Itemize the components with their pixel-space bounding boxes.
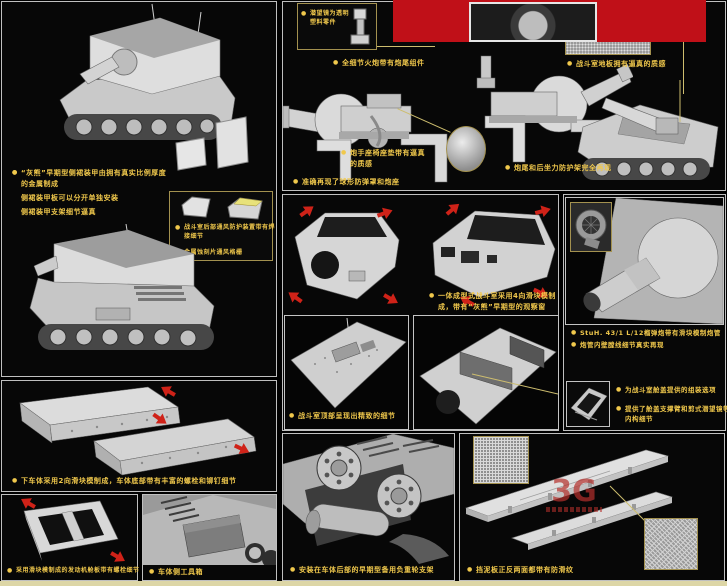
bottom-strip: [0, 581, 727, 586]
watermark-subtext-bar: [546, 507, 602, 512]
panel-engine-deck: 采用滑块模制成的发动机舱板带有螺栓细节: [1, 494, 139, 581]
inset-vent-covers: 战斗室后部通风防护装置带有焊接细节 金属蚀刻片通风格栅: [169, 191, 276, 261]
panel-fenders: 3G 挡泥板正反两面都带有防滑纹: [459, 433, 725, 581]
render-interior-divider: [419, 327, 558, 425]
red-arrow-icon: [21, 498, 125, 562]
red-arrow-icon: [152, 386, 250, 455]
label-periscope-clear: 潜望镜为透明塑料零件: [301, 9, 352, 28]
inset-periscope: 潜望镜为透明塑料零件: [297, 3, 377, 50]
render-fenders: [465, 449, 673, 550]
render-roof-top: [290, 317, 407, 409]
render-periscope: [350, 8, 370, 45]
inset-muzzle: [570, 202, 612, 252]
label-skirt-separate: 侧裙装甲板可以分开单独安装: [12, 193, 170, 204]
render-muzzle-rifling: [575, 209, 607, 249]
red-banner: [393, 0, 706, 42]
label-vent-guard: 战斗室后部通风防护装置带有焊接细节: [175, 223, 276, 242]
label-gunner-seat: 炮手座椅座垫带有逼真的质感: [341, 148, 430, 170]
label-stuh-barrel: StuH. 43/1 L/12榴弹炮带有滑块模制炮管: [571, 328, 727, 338]
inset-hatch-frame: [566, 381, 610, 427]
subpanel-barrel-photo: [565, 197, 724, 325]
inset-seat-texture: [446, 126, 486, 172]
render-lower-hull: [19, 386, 257, 476]
connector-line: [377, 46, 435, 47]
subpanel-interior: [413, 315, 559, 430]
panel-barrel: StuH. 43/1 L/12榴弹炮带有滑块模制炮管 炮管内壁膛线细节真实再现 …: [563, 194, 727, 431]
label-recoil-guard: 炮尾和后坐力防护架完全再现: [505, 163, 704, 174]
render-shell-front: [288, 206, 400, 304]
label-one-piece-shell: 一体成型式战斗室采用4向滑块模制成，带有“灰熊”早期型的观察窗: [429, 291, 564, 313]
render-engine-frame: [21, 498, 125, 562]
label-engine-deck: 采用滑块模制成的发动机舱板带有螺栓细节: [7, 566, 144, 576]
label-rifling: 炮管内壁膛线细节真实再现: [571, 340, 727, 350]
side-armor-bullet-list: “灰熊”早期型侧裙装甲由拥有真实比例厚度的金属制成 侧裙装甲板可以分开单独安装 …: [12, 168, 170, 217]
render-vent-parts: [181, 196, 263, 220]
watermark-text: 3G: [551, 474, 597, 509]
label-floor-texture: 战斗室地板拥有逼真的质感: [567, 59, 726, 70]
label-toolbox: 车体侧工具箱: [149, 567, 278, 578]
subpanel-roof: 战斗室顶部呈现出精致的细节: [284, 315, 409, 430]
panel-superstructure: 一体成型式战斗室采用4向滑块模制成，带有“灰熊”早期型的观察窗 战斗室顶部呈现出…: [282, 194, 559, 431]
inset-antislip-top: [473, 436, 529, 484]
watermark: 3G: [546, 477, 602, 512]
render-tank-rear: [29, 224, 215, 350]
label-hatch-options: 为战斗室舱盖提供的组装选项: [616, 385, 727, 395]
label-fenders: 挡泥板正反两面都带有防滑纹: [467, 565, 696, 576]
label-hatch-interior: 提供了舱盖支撑臂和剪式潜望镜等内构细节: [616, 404, 727, 424]
label-lower-hull: 下车体采用2向滑块模制成，车体底部带有丰富的螺栓和铆钉细节: [12, 476, 281, 487]
inset-antislip-closeup: [644, 518, 698, 570]
panel-lower-hull: 下车体采用2向滑块模制成，车体底部带有丰富的螺栓和铆钉细节: [1, 380, 277, 492]
panel-spare-wheels: 安装在车体后部的早期型备用负重轮支架: [282, 433, 455, 581]
red-arrow-icon: [288, 206, 398, 304]
panel-side-armor: “灰熊”早期型侧裙装甲由拥有真实比例厚度的金属制成 侧裙装甲板可以分开单独安装 …: [1, 1, 277, 377]
render-gun-left: [283, 93, 448, 183]
render-shell-rear: [432, 203, 556, 307]
render-toolbox-photo: [143, 495, 276, 565]
label-skirt-metal: “灰熊”早期型侧裙装甲由拥有真实比例厚度的金属制成: [12, 168, 170, 190]
panel-toolbox: 车体侧工具箱: [142, 494, 277, 581]
label-roof-detail: 战斗室顶部呈现出精致的细节: [289, 411, 416, 422]
label-skirt-brackets: 侧裙装甲支架细节逼真: [12, 207, 170, 218]
label-full-detail-gun: 全细节火炮带有炮尾组件: [333, 58, 512, 69]
render-spare-wheels: [283, 434, 454, 564]
label-spare-wheels: 安装在车体后部的早期型备用负重轮支架: [290, 565, 459, 576]
render-barrel-closeup: [583, 198, 723, 324]
label-ball-mount: 准确再现了球形防弹罩和炮座: [293, 177, 502, 188]
render-hatch-frame: [570, 387, 608, 421]
render-tank-front: [59, 3, 249, 171]
banner-inset-photo: [469, 2, 597, 42]
